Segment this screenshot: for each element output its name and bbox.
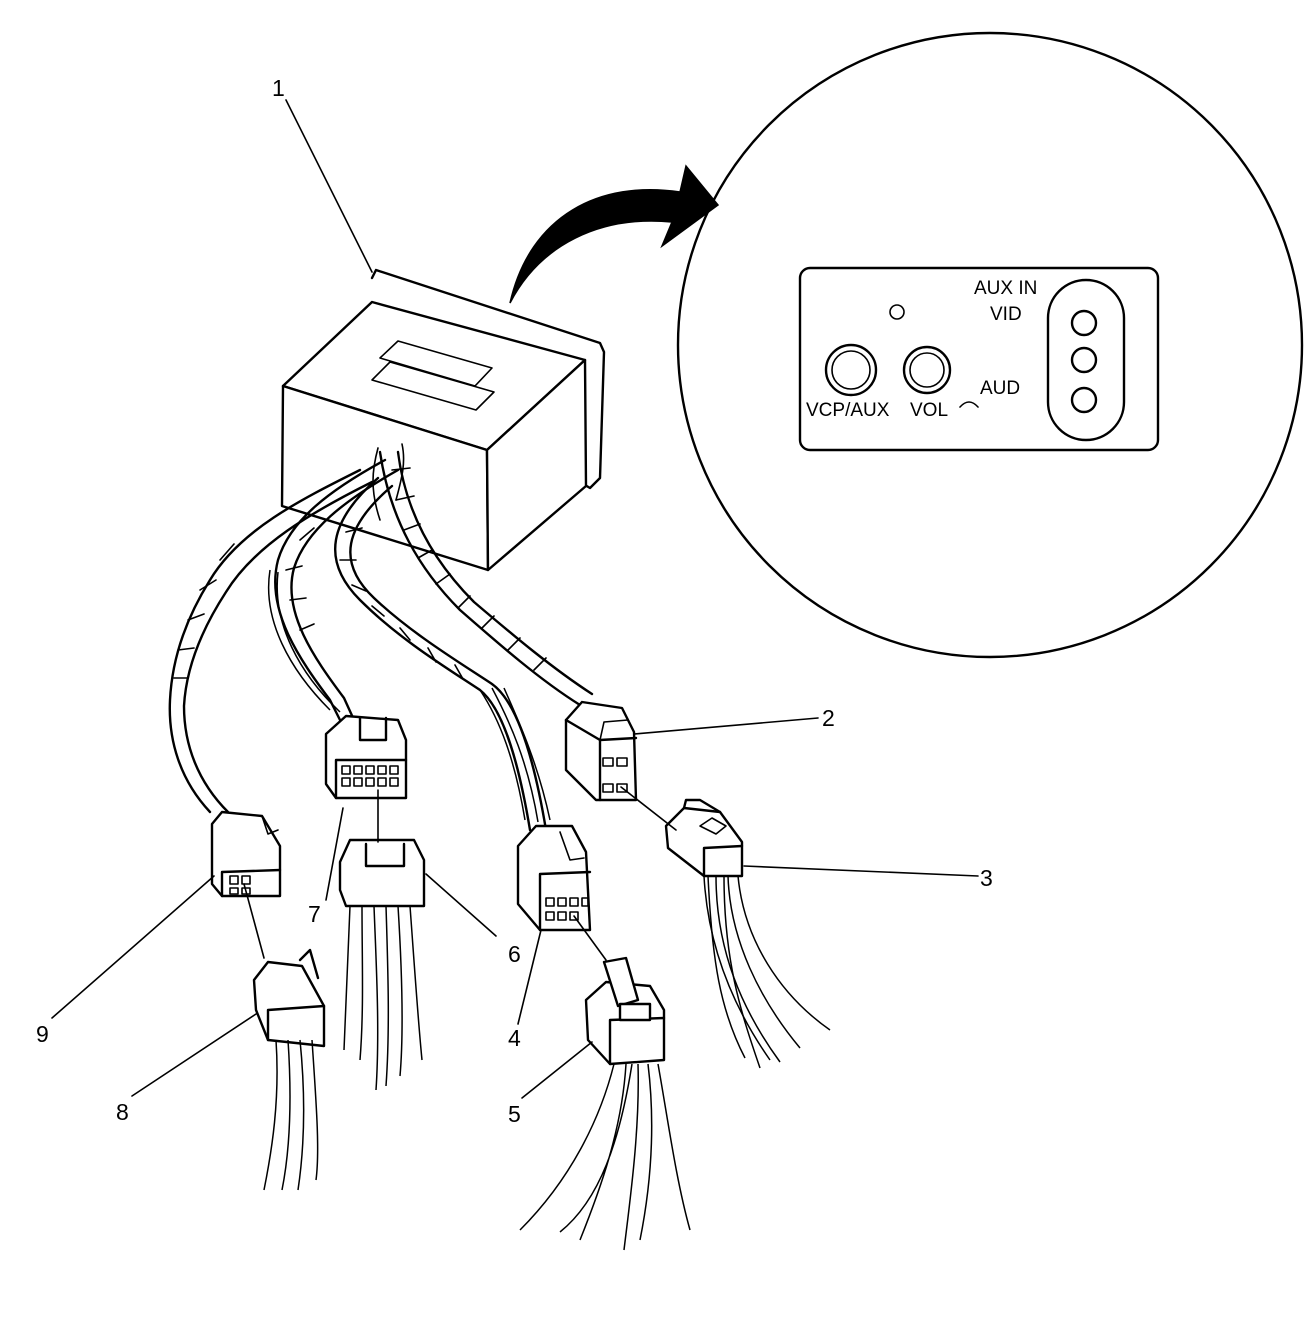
callout-6: 6 [508,941,521,967]
leader-5 [521,1041,593,1099]
leader-6 [425,873,497,937]
harness-4-branch [334,476,551,832]
leader-8 [131,1013,257,1097]
connector-2 [564,700,638,802]
label-vid: VID [990,304,1022,325]
mating-line-4-5 [573,915,607,961]
detail-arrow [509,164,720,304]
aux-input-jack-housing [1046,278,1126,442]
label-aux-in: AUX IN [974,278,1037,299]
mating-line-9-8 [243,883,265,959]
leader-9 [51,875,215,1019]
module-label-window-frame [371,361,495,411]
aud-jack-arc [959,401,979,408]
callout-1: 1 [272,75,285,101]
leader-2 [633,717,819,735]
connector-5 [519,956,691,1251]
callout-4: 4 [508,1025,521,1051]
callout-2: 2 [822,705,835,731]
label-aud: AUD [980,378,1020,399]
callout-9: 9 [36,1021,49,1047]
indicator-led [889,304,905,320]
leader-4 [517,929,542,1025]
mating-line-2-3 [620,786,677,831]
callout-7: 7 [308,901,321,927]
callout-5: 5 [508,1101,521,1127]
harness-2-branch [372,443,594,707]
connector-9 [210,810,282,898]
module-flange [370,268,606,490]
vcp-aux-button [824,343,878,397]
callout-8: 8 [116,1099,129,1125]
connector-6 [338,838,426,1091]
label-vcp-aux: VCP/AUX [806,400,890,421]
leader-1 [285,99,373,273]
connector-7 [324,714,408,800]
label-vol: VOL [910,400,948,421]
connector-4 [516,824,592,932]
control-panel-faceplate [798,266,1160,452]
detail-circle [676,31,1304,659]
connector-3 [664,798,831,1069]
vol-knob [902,345,952,395]
callout-3: 3 [980,865,993,891]
leader-7 [325,807,344,901]
aux-jack-3 [1070,386,1098,414]
module-side-face [485,358,588,572]
aux-jack-2 [1070,346,1098,374]
connector-8 [252,948,326,1191]
aux-jack-1 [1070,309,1098,337]
video-module [280,268,606,572]
leader-3 [743,865,979,877]
harness-7-branch [268,458,400,722]
detail-view: AUX IN VID AUD VCP/AUX VOL [676,31,1304,659]
